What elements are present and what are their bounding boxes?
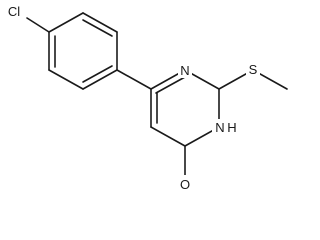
bond-ph-5-inner <box>82 19 113 37</box>
atom-bg-o <box>178 175 193 192</box>
bond-ph-5 <box>82 12 118 33</box>
atom-label-n-ring: N <box>180 63 189 78</box>
atom-bg-nh <box>212 119 238 135</box>
atom-label-o: O <box>180 177 190 192</box>
bond-c6-n1-inner <box>155 76 186 94</box>
atom-label-nh-n: N <box>215 120 224 135</box>
chemical-structure: Cl N S N H O <box>3 3 288 192</box>
bond-ph-3-inner <box>82 65 113 83</box>
atom-label-s: S <box>249 62 258 77</box>
atom-bg-cl <box>3 3 25 20</box>
bonds <box>26 12 288 179</box>
atom-bg-s <box>246 61 260 78</box>
atom-bg-n-ring <box>178 62 192 78</box>
bond-ph-2 <box>48 69 84 90</box>
bond-cl-c1 <box>26 17 50 33</box>
bond-ph-6 <box>48 12 84 33</box>
atom-label-nh-h: H <box>227 120 236 135</box>
bond-ph-3 <box>82 69 118 90</box>
bond-ph-pyr <box>116 69 152 90</box>
atom-labels: Cl N S N H O <box>3 3 260 192</box>
atom-label-cl: Cl <box>8 4 20 19</box>
bond-c4-c5 <box>150 126 186 147</box>
